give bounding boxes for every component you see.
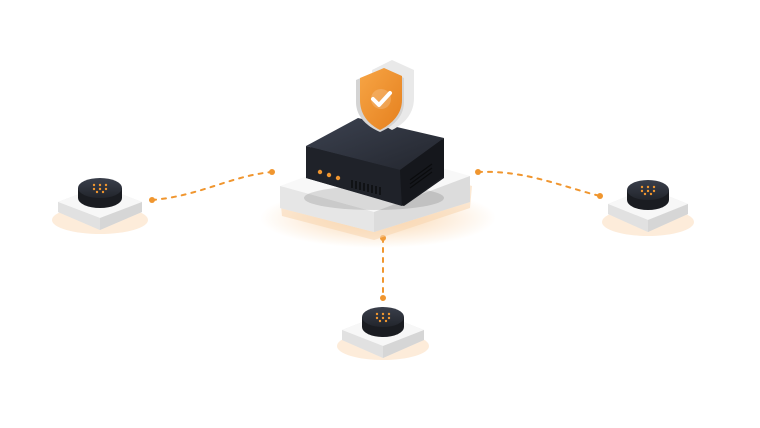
check-mark [371,91,392,107]
connection-right-dot-end [597,193,603,199]
connection-right-dot-start [475,169,481,175]
sensor-node-left [52,178,148,234]
indicator-light [335,175,341,181]
network-hub-device [304,118,444,210]
hub-side-vents [409,163,433,189]
connection-left [151,171,273,201]
sensor-led-grid [375,312,391,323]
shield-check-icon [356,60,414,132]
sensor-node-device [78,178,122,208]
hub-vent-grille [351,180,381,195]
sensor-node-right [602,180,694,236]
connection-bottom-dot-end [380,295,386,301]
sensor-node-device [627,180,669,210]
sensor-led-grid [92,183,108,194]
connection-left-dot-end [149,197,155,203]
sensor-node-device [362,307,404,337]
indicator-light [317,169,323,175]
hub-indicator-lights [317,169,341,181]
indicator-light [326,172,332,178]
sensor-led-grid [640,185,656,196]
sensor-node-bottom [337,307,429,360]
connection-right [477,170,601,197]
connection-left-dot-start [269,169,275,175]
